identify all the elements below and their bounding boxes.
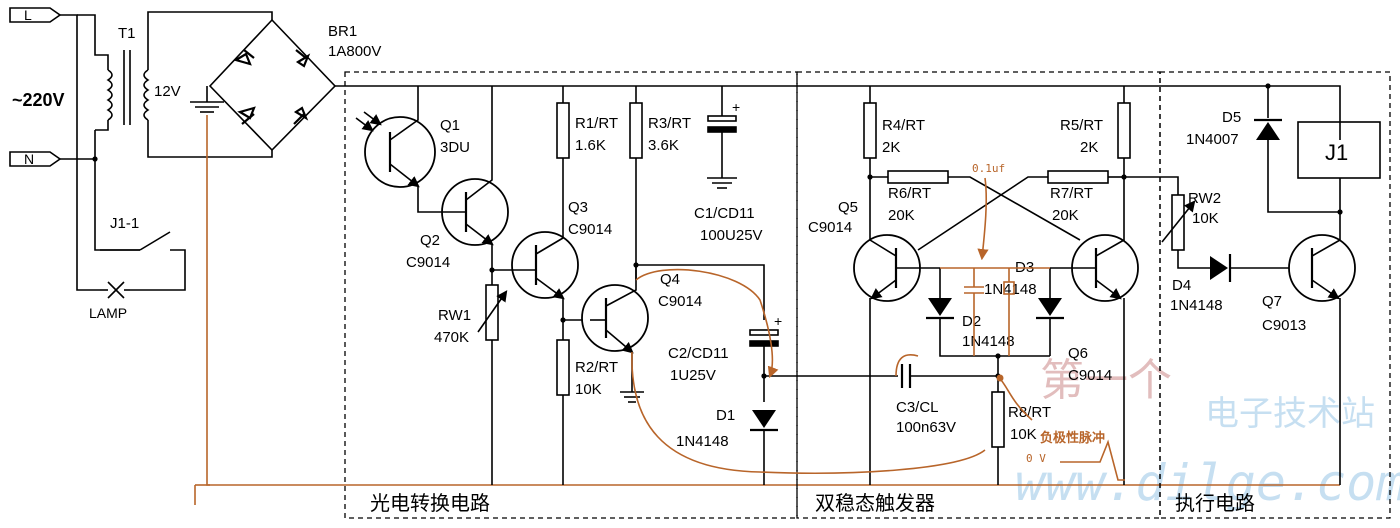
bistable-section: R4/RT 2K R6/RT 20K Q5 C9014 R5/RT 2K R7/…: [808, 86, 1139, 485]
pulse-annotation: 负极性脉冲: [1040, 430, 1105, 446]
d4-label: D4: [1172, 277, 1191, 294]
section-exec-label: 执行电路: [1175, 491, 1255, 515]
rw1-label: RW1: [438, 307, 471, 324]
watermark-line1: 第一个: [1040, 355, 1172, 406]
transformer-secondary-label: 12V: [154, 83, 181, 100]
rw1-value: 470K: [434, 329, 469, 346]
d4-value: 1N4148: [1170, 297, 1223, 314]
r4-label: R4/RT: [882, 117, 925, 134]
d2-label: D2: [962, 313, 981, 330]
rw2-label: RW2: [1188, 190, 1221, 207]
bridge-rating: 1A800V: [328, 43, 381, 60]
photo-section: Q1 3DU Q2 C9014 RW1 470K R1/RT 1.6K Q3 C…: [355, 86, 898, 485]
c3-value: 100n63V: [896, 419, 956, 436]
r4-value: 2K: [882, 139, 900, 156]
r5-value: 2K: [1080, 139, 1098, 156]
d1-label: D1: [716, 407, 735, 424]
section-boxes: 光电转换电路 双稳态触发器 执行电路: [344, 71, 1391, 519]
relay-coil-label: J1: [1325, 140, 1348, 165]
c2-value: 1U25V: [670, 367, 716, 384]
c2-label: C2/CD11: [668, 345, 729, 362]
section-photo-label: 光电转换电路: [370, 491, 490, 515]
bridge-label: BR1: [328, 23, 357, 40]
q3-value: C9014: [568, 221, 612, 238]
rw2-value: 10K: [1192, 210, 1219, 227]
terminal-l-icon: [9, 7, 62, 23]
exec-section: RW2 10K D4 1N4148 D5 1N4007 J1 Q7 C9013: [1124, 83, 1381, 485]
r1-label: R1/RT: [575, 115, 618, 132]
r2-label: R2/RT: [575, 359, 618, 376]
d5-value: 1N4007: [1186, 131, 1239, 148]
r3-value: 3.6K: [648, 137, 679, 154]
section-bistable-label: 双稳态触发器: [815, 491, 935, 515]
q5-label: Q5: [838, 199, 858, 216]
r2-value: 10K: [575, 381, 602, 398]
c1-value: 100U25V: [700, 227, 763, 244]
d5-label: D5: [1222, 109, 1241, 126]
c1-label: C1/CD11: [694, 205, 755, 222]
r6-value: 20K: [888, 207, 915, 224]
q6-value: C9014: [1068, 367, 1112, 384]
r6-label: R6/RT: [888, 185, 931, 202]
terminal-n-label: N: [24, 151, 34, 167]
q7-value: C9013: [1262, 317, 1306, 334]
watermark: 第一个 电子技术站 www.dilge.com: [1015, 355, 1400, 512]
lamp-label: LAMP: [89, 305, 127, 321]
svg-text:+: +: [774, 313, 782, 329]
d1-value: 1N4148: [676, 433, 729, 450]
terminal-n-icon: [9, 151, 62, 167]
annotations: 0.1uf 负极性脉冲 0 V: [631, 162, 1125, 481]
q6-label: Q6: [1068, 345, 1088, 362]
q4-value: C9014: [658, 293, 702, 310]
r8-label: R8/RT: [1008, 404, 1051, 421]
d3-value: 1N4148: [984, 281, 1037, 298]
bridge-rectifier: BR1 1A800V: [208, 18, 381, 152]
r5-label: R5/RT: [1060, 117, 1103, 134]
mains-section: L N ~220V T1 12V J1-1: [9, 7, 273, 321]
terminal-l-label: L: [24, 7, 32, 23]
r8-value: 10K: [1010, 426, 1037, 443]
q2-value: C9014: [406, 254, 450, 271]
r7-value: 20K: [1052, 207, 1079, 224]
r7-label: R7/RT: [1050, 185, 1093, 202]
q1-label: Q1: [440, 117, 460, 134]
d2-value: 1N4148: [962, 333, 1015, 350]
watermark-url: www.dilge.com: [1015, 454, 1400, 512]
mains-voltage-label: ~220V: [12, 90, 65, 110]
q2-label: Q2: [420, 232, 440, 249]
q5-value: C9014: [808, 219, 852, 236]
r3-label: R3/RT: [648, 115, 691, 132]
q3-transistor-icon: [511, 231, 579, 299]
relay-contact-label: J1-1: [110, 215, 139, 232]
cap-annotation: 0.1uf: [972, 162, 1005, 175]
transformer-label: T1: [118, 25, 136, 42]
q4-label: Q4: [660, 271, 680, 288]
r1-value: 1.6K: [575, 137, 606, 154]
svg-text:+: +: [732, 99, 740, 115]
relay-coil-icon: [1297, 121, 1381, 179]
q1-value: 3DU: [440, 139, 470, 156]
q3-label: Q3: [568, 199, 588, 216]
watermark-line2: 电子技术站: [1205, 394, 1375, 434]
zero-volt-annotation: 0 V: [1026, 452, 1046, 465]
c3-label: C3/CL: [896, 399, 939, 416]
q7-label: Q7: [1262, 293, 1282, 310]
q7-transistor-icon: [1288, 234, 1356, 302]
q1-transistor-icon: [364, 116, 436, 188]
q4-transistor-icon: [581, 284, 649, 352]
